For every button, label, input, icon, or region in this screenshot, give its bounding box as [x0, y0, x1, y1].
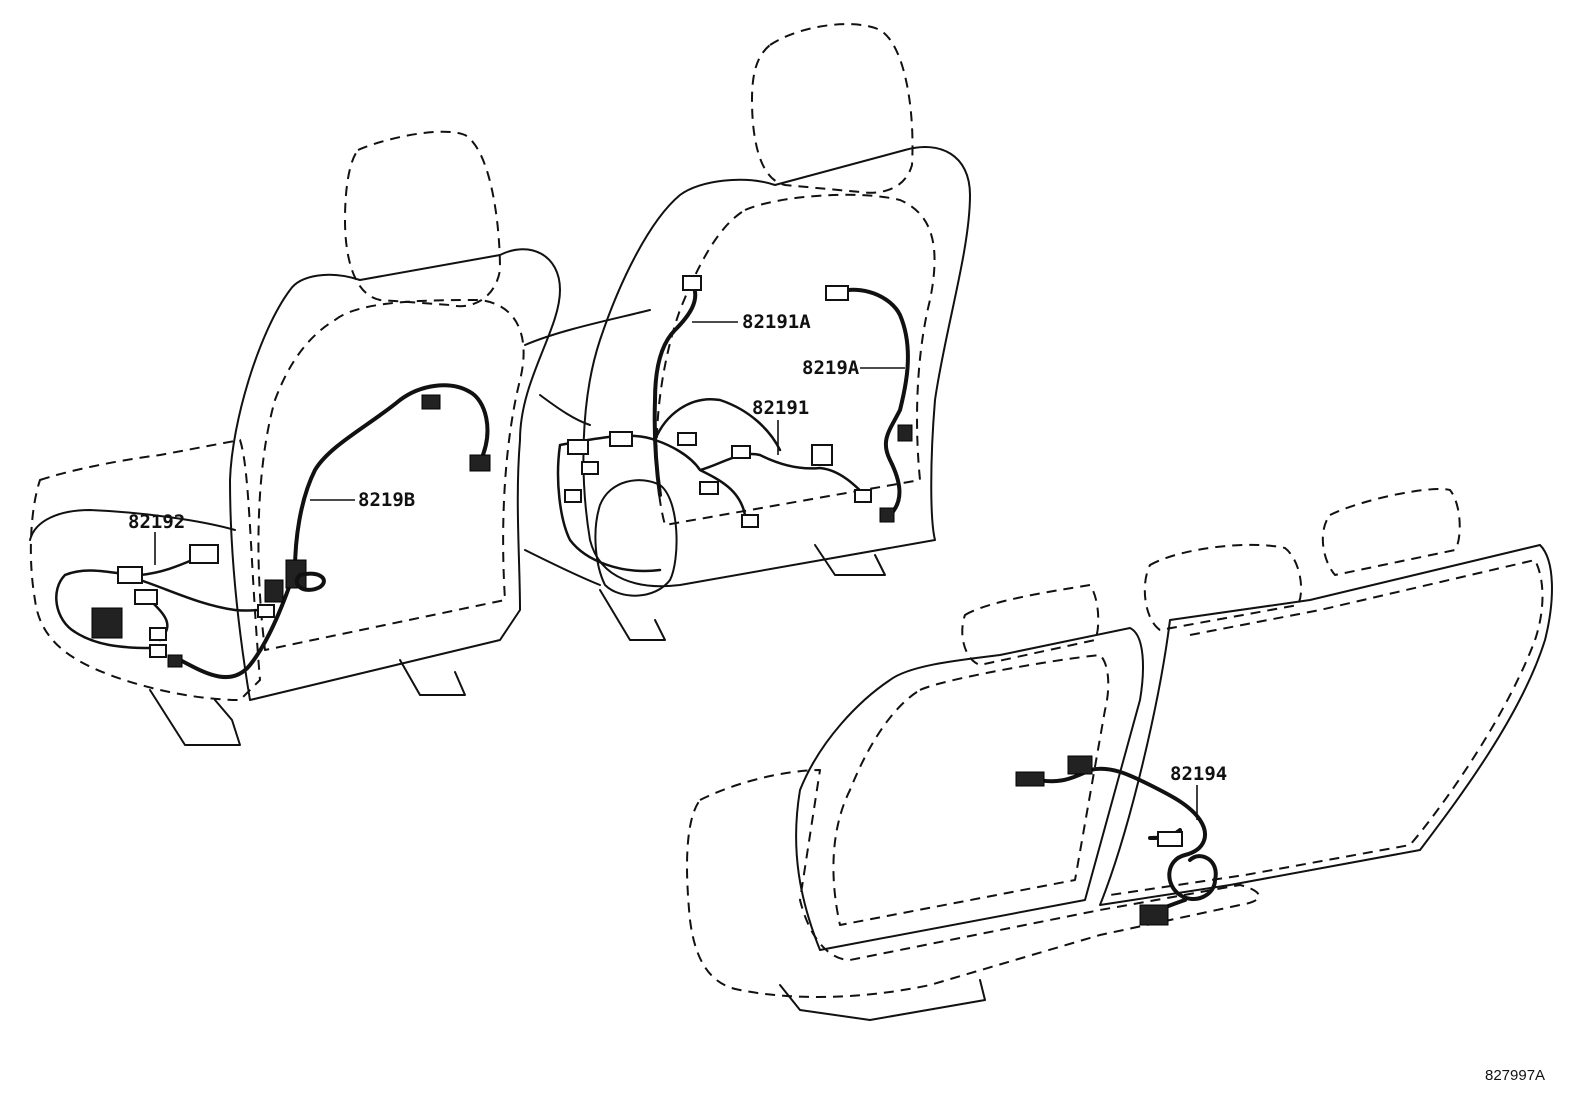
connector-82194-a — [1015, 771, 1045, 787]
connector-82192-a — [117, 566, 143, 584]
connector-82191-c — [677, 432, 697, 446]
connector-82191-f — [699, 481, 719, 495]
front-right-seatback — [582, 146, 971, 588]
label-8219B: 8219B — [358, 489, 415, 511]
label-82194: 82194 — [1170, 763, 1227, 785]
connector-82192-d — [149, 627, 167, 641]
connector-82194-b — [1067, 755, 1093, 775]
connector-82191A — [682, 275, 702, 291]
harness-82191A — [652, 283, 698, 497]
connector-82192-main — [189, 544, 219, 564]
front-left-seatback-panel — [257, 299, 525, 651]
label-82192: 82192 — [128, 511, 185, 533]
connector-82191-d — [731, 445, 751, 459]
rear-left-backrest — [795, 627, 1144, 951]
connector-82192-b — [134, 589, 158, 605]
harness-8219B — [178, 383, 490, 679]
rear-cushion-front — [779, 979, 986, 1021]
label-8219A: 8219A — [802, 357, 860, 379]
connector-8219A-top — [825, 285, 849, 301]
front-left-cushion-side — [29, 509, 236, 541]
connector-8219A-end — [879, 507, 895, 523]
connector-8219B-top — [421, 394, 441, 410]
rear-right-headrest — [1321, 488, 1461, 576]
harness-8219B-loop — [294, 571, 326, 592]
connector-8219B-lower-2 — [264, 579, 284, 603]
connector-8219B-end — [469, 454, 491, 472]
connector-82191-i — [581, 461, 599, 475]
connector-82191-b — [609, 431, 633, 447]
connector-82192-f — [257, 604, 275, 618]
recline-knob — [594, 479, 678, 597]
rear-bench-seat — [686, 488, 1553, 1021]
rear-right-backrest-panel — [1109, 559, 1544, 896]
connector-82194-d — [1139, 904, 1169, 926]
front-right-seat-rail — [599, 544, 886, 641]
front-left-headrest — [344, 130, 501, 308]
connector-82191-h — [854, 489, 872, 503]
connector-82191-e — [811, 444, 833, 466]
front-right-seatback-panel — [655, 193, 936, 526]
front-right-cushion-edge — [524, 309, 651, 586]
connector-82194-c — [1157, 831, 1183, 847]
front-right-headrest — [751, 23, 914, 194]
rear-center-headrest — [1143, 543, 1303, 631]
label-82191A: 82191A — [742, 311, 811, 333]
front-left-seat — [29, 130, 561, 746]
rear-left-headrest — [961, 584, 1100, 666]
connector-82191-j — [564, 489, 582, 503]
rear-cushion — [686, 769, 1260, 998]
harness-82191 — [556, 397, 872, 573]
connector-82192-c — [91, 607, 123, 639]
front-left-seatback — [229, 248, 561, 701]
harness-8219A — [838, 287, 910, 517]
rear-left-backrest-panel — [832, 654, 1110, 926]
diagram-id: 827997A — [1485, 1067, 1545, 1084]
connector-82191-a — [567, 439, 589, 455]
front-left-seat-rail — [149, 659, 466, 746]
label-82191: 82191 — [752, 397, 809, 419]
connector-82191-g — [741, 514, 759, 528]
front-right-seat — [524, 23, 971, 641]
connector-82192-e — [149, 644, 167, 658]
connector-8219A-mid — [897, 424, 913, 442]
front-left-cushion — [29, 439, 261, 701]
connector-82192-g — [167, 654, 183, 668]
rear-right-backrest — [1099, 544, 1553, 906]
